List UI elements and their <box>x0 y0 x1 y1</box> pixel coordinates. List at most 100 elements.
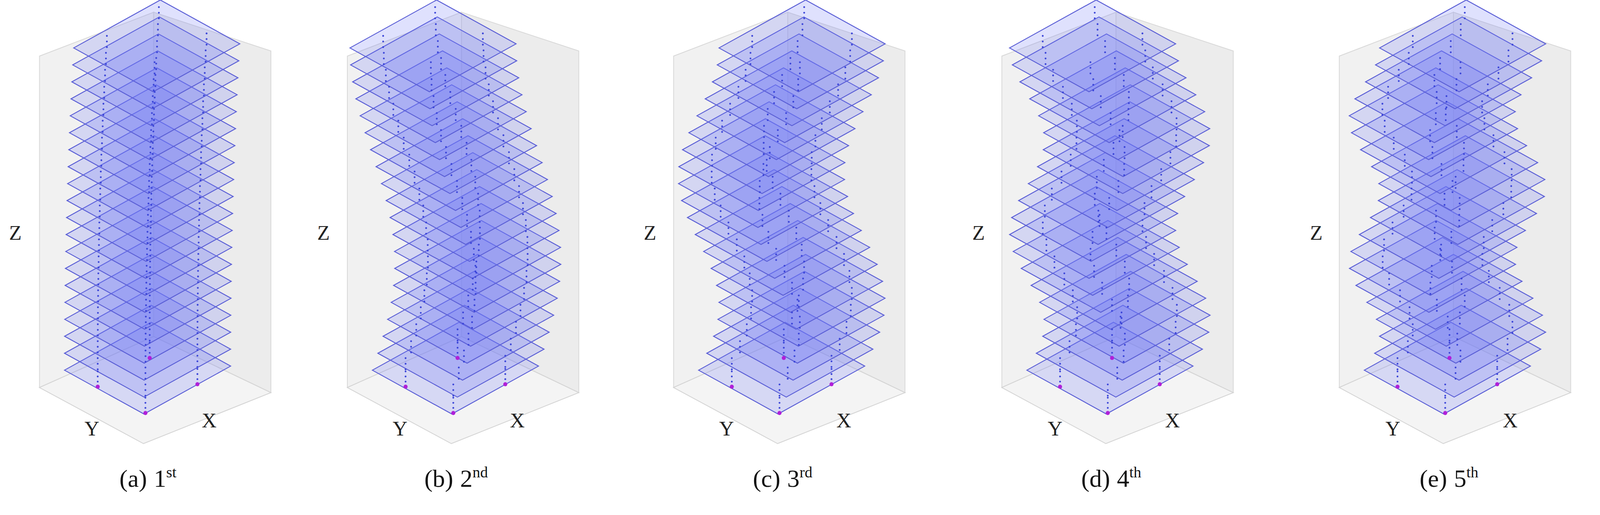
column-dot <box>710 159 713 162</box>
column-dot <box>426 261 429 263</box>
column-dot <box>827 224 829 227</box>
column-dot <box>519 309 522 312</box>
column-dot <box>1095 175 1098 178</box>
column-dot <box>1071 289 1074 291</box>
column-dot <box>835 241 838 244</box>
support-point <box>1057 384 1063 389</box>
column-dot <box>1431 146 1434 148</box>
column-dot <box>1141 219 1144 221</box>
column-dot <box>797 78 799 80</box>
column-dot <box>750 306 752 309</box>
column-dot <box>197 264 200 266</box>
column-dot <box>397 119 400 122</box>
column-dot <box>748 283 751 286</box>
column-dot <box>1127 102 1130 104</box>
column-dot <box>769 151 771 154</box>
column-dot <box>1408 311 1411 314</box>
column-dot <box>404 362 407 365</box>
column-dot <box>1482 247 1485 250</box>
axis-label: X <box>201 410 217 431</box>
column-dot <box>1071 102 1073 105</box>
column-dot <box>1492 139 1495 142</box>
column-dot <box>96 294 99 297</box>
column-dot <box>1053 266 1056 269</box>
column-dot <box>1151 77 1154 80</box>
column-dot <box>465 147 468 150</box>
column-dot <box>1446 326 1449 329</box>
column-dot <box>475 260 478 263</box>
column-dot <box>719 204 722 207</box>
column-dot <box>771 175 774 178</box>
column-dot <box>149 226 152 229</box>
column-dot <box>1174 326 1177 329</box>
column-dot <box>146 225 149 227</box>
column-dot <box>196 349 199 351</box>
column-dot <box>144 383 147 385</box>
column-dot <box>404 375 407 378</box>
column-dot <box>1488 281 1490 283</box>
column-dot <box>800 249 803 251</box>
column-dot <box>101 125 104 127</box>
column-dot <box>98 232 100 235</box>
column-dot <box>198 224 200 227</box>
column-dot <box>196 367 199 370</box>
column-dot <box>101 131 104 133</box>
column-dot <box>1459 67 1462 69</box>
column-dot <box>202 94 205 97</box>
column-dot <box>201 117 204 120</box>
column-dot <box>1455 78 1458 80</box>
column-dot <box>1096 28 1099 31</box>
column-dot <box>1063 283 1066 286</box>
column-dot <box>467 343 470 346</box>
column-dot <box>149 243 152 246</box>
column-dot <box>148 305 151 308</box>
column-dot <box>1118 140 1121 142</box>
column-dot <box>1158 354 1161 357</box>
column-dot <box>148 185 150 188</box>
column-dot <box>465 141 468 144</box>
column-dot <box>392 114 394 116</box>
column-dot <box>1105 232 1108 235</box>
column-dot <box>148 346 151 349</box>
column-dot <box>783 275 786 278</box>
column-dot <box>1502 213 1505 215</box>
column-dot <box>749 63 752 65</box>
column-dot <box>105 57 107 60</box>
column-dot <box>148 339 151 342</box>
column-dot <box>763 124 765 127</box>
column-dot <box>743 266 746 269</box>
column-dot <box>418 198 420 201</box>
column-dot <box>149 266 151 268</box>
column-dot <box>792 100 795 103</box>
column-dot <box>1399 294 1401 297</box>
column-dot <box>1144 241 1147 244</box>
column-dot <box>97 238 100 241</box>
column-dot <box>99 187 101 190</box>
column-dot <box>444 85 447 88</box>
column-dot <box>418 187 420 190</box>
column-dot <box>1108 202 1110 205</box>
column-dot <box>484 72 487 74</box>
column-dot <box>466 219 468 222</box>
column-dot <box>1109 111 1112 114</box>
column-dot <box>1450 45 1452 48</box>
column-dot <box>144 349 147 352</box>
column-dot <box>104 68 106 71</box>
column-dot <box>144 406 147 409</box>
mode-number: 4 <box>1116 464 1130 493</box>
axis-label: X <box>836 410 852 431</box>
column-dot <box>1103 51 1106 53</box>
column-dot <box>1045 238 1048 241</box>
column-dot <box>835 235 838 238</box>
axis-label: Y <box>1047 418 1063 439</box>
column-dot <box>463 355 465 357</box>
column-dot <box>1076 317 1078 320</box>
column-dot <box>496 128 499 131</box>
column-dot <box>147 202 150 205</box>
column-dot <box>526 241 529 244</box>
column-dot <box>144 332 147 335</box>
column-dot <box>98 215 101 218</box>
column-dot <box>798 67 801 69</box>
column-dot <box>199 184 201 187</box>
column-dot <box>1089 247 1092 250</box>
